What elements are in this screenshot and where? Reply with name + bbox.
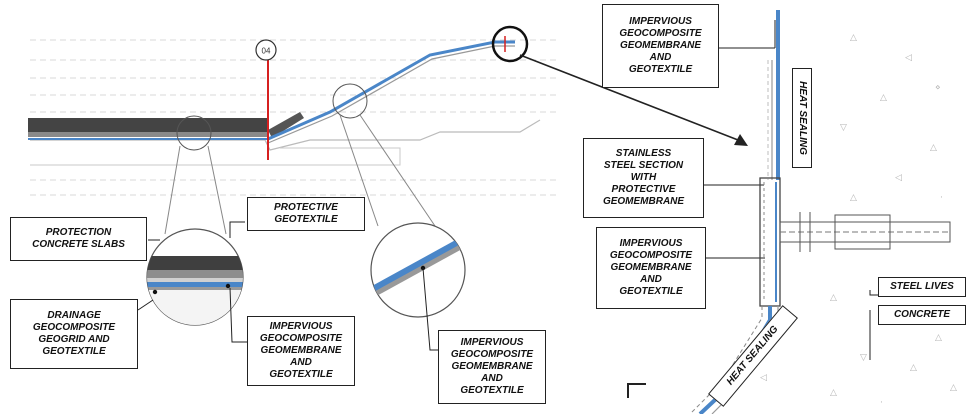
label-line: GEOCOMPOSITE (619, 28, 702, 39)
svg-text:◁: ◁ (895, 173, 902, 183)
anchor-bolt (779, 212, 951, 252)
label-line: GEOTEXTILE (274, 214, 338, 225)
label-line: HEAT SEALING (797, 81, 808, 155)
label-line: GEOTEXTILE (619, 286, 683, 297)
label-line: CONCRETE (893, 309, 951, 320)
label-line: GEOMEMBRANE (260, 345, 342, 356)
label-line: STAINLESS (615, 148, 672, 159)
svg-text:◁: ◁ (760, 373, 767, 383)
label-line: STEEL SECTION (603, 160, 684, 171)
label-line: GEOCOMPOSITE (609, 250, 693, 261)
drainage-layer (28, 132, 268, 137)
label-steel-lives: STEEL LIVES (878, 277, 966, 297)
label-line: IMPERVIOUS (460, 337, 524, 348)
base-profile (30, 147, 401, 166)
label-line: GEOCOMPOSITE (259, 333, 343, 344)
callout-circle-slab (176, 115, 212, 151)
label-line: IMPERVIOUS (619, 238, 683, 249)
label-line: GEOMEMBRANE (451, 361, 533, 372)
svg-text:△: △ (935, 333, 942, 343)
callout-connectors (164, 114, 436, 235)
background-guide-lines (30, 39, 560, 196)
label-line: AND (649, 52, 672, 63)
label-line: GEOMEMBRANE (610, 262, 692, 273)
label-line: AND (290, 357, 312, 368)
label-protection-concrete-slabs: PROTECTION CONCRETE SLABS (10, 217, 147, 261)
label-line: GEOMEMBRANE (619, 40, 702, 51)
label-concrete: CONCRETE (878, 305, 966, 325)
label-line: AND (481, 373, 503, 384)
svg-text:△: △ (880, 93, 887, 103)
corner-bracket (627, 383, 646, 398)
label-impervious-geocomposite-right: IMPERVIOUS GEOCOMPOSITE GEOMEMBRANE AND … (596, 227, 706, 309)
svg-text:△: △ (830, 388, 837, 398)
label-line: IMPERVIOUS (629, 16, 692, 27)
geomembrane-slope (267, 40, 515, 141)
detail-circle-slope (370, 222, 466, 318)
label-heat-sealing-top: HEAT SEALING (792, 68, 812, 168)
detail-arrow-line (519, 54, 739, 141)
label-stainless-steel-section: STAINLESS STEEL SECTION WITH PROTECTIVE … (583, 138, 704, 218)
label-line: PROTECTIVE (611, 184, 676, 195)
svg-text:△: △ (850, 193, 857, 203)
ground-profile (30, 119, 541, 151)
label-impervious-geocomposite-top: IMPERVIOUS GEOCOMPOSITE GEOMEMBRANE AND … (602, 4, 719, 88)
label-line: GEOTEXTILE (460, 385, 524, 396)
label-drainage-geocomposite: DRAINAGE GEOCOMPOSITE GEOGRID AND GEOTEX… (10, 299, 138, 369)
callout-circle-slope (332, 83, 368, 119)
label-line: GEOTEXTILE (42, 346, 106, 357)
label-protective-geotextile: PROTECTIVE GEOTEXTILE (247, 197, 365, 231)
label-impervious-geocomposite-center: IMPERVIOUS GEOCOMPOSITE GEOMEMBRANE AND … (438, 330, 546, 404)
label-line: WITH (630, 172, 657, 183)
label-line: DRAINAGE (47, 310, 101, 321)
concrete-texture: △◁△ ⋄▽△ ◁△· △◁△ ▽△◁ △△· (760, 33, 957, 408)
section-marker-circle (255, 39, 277, 61)
label-line: GEOCOMPOSITE (32, 322, 116, 333)
svg-text:△: △ (910, 363, 917, 373)
label-line: GEOGRID AND (38, 334, 110, 345)
svg-text:·: · (940, 193, 943, 203)
geotextile-slope (267, 45, 515, 144)
protection-slab-layer (28, 118, 268, 132)
label-impervious-geocomposite-left: IMPERVIOUS GEOCOMPOSITE GEOMEMBRANE AND … (247, 316, 355, 386)
label-line: CONCRETE SLABS (32, 239, 125, 250)
svg-text:△: △ (830, 293, 837, 303)
label-line: PROTECTION (45, 227, 112, 238)
label-line: AND (640, 274, 662, 285)
svg-text:◁: ◁ (905, 53, 912, 63)
label-line: PROTECTIVE (274, 202, 338, 213)
svg-text:△: △ (950, 383, 957, 393)
svg-text:▽: ▽ (860, 353, 867, 363)
section-marker-text: 04 (262, 47, 271, 56)
label-line: IMPERVIOUS (269, 321, 333, 332)
left-cross-section: 04 (28, 39, 541, 166)
label-line: GEOCOMPOSITE (450, 349, 534, 360)
label-line: GEOMEMBRANE (602, 196, 685, 207)
svg-text:△: △ (930, 143, 937, 153)
label-line: GEOTEXTILE (628, 64, 693, 75)
label-line: STEEL LIVES (890, 281, 954, 292)
slab-slope (268, 112, 304, 138)
callout-circle-anchor (491, 25, 529, 63)
label-line: GEOTEXTILE (269, 369, 333, 380)
detail-circle-layers (146, 228, 244, 326)
svg-text:△: △ (850, 33, 857, 43)
detail-arrow-head (734, 134, 748, 146)
svg-text:·: · (880, 398, 883, 408)
svg-text:⋄: ⋄ (935, 83, 941, 93)
svg-text:▽: ▽ (840, 123, 847, 133)
